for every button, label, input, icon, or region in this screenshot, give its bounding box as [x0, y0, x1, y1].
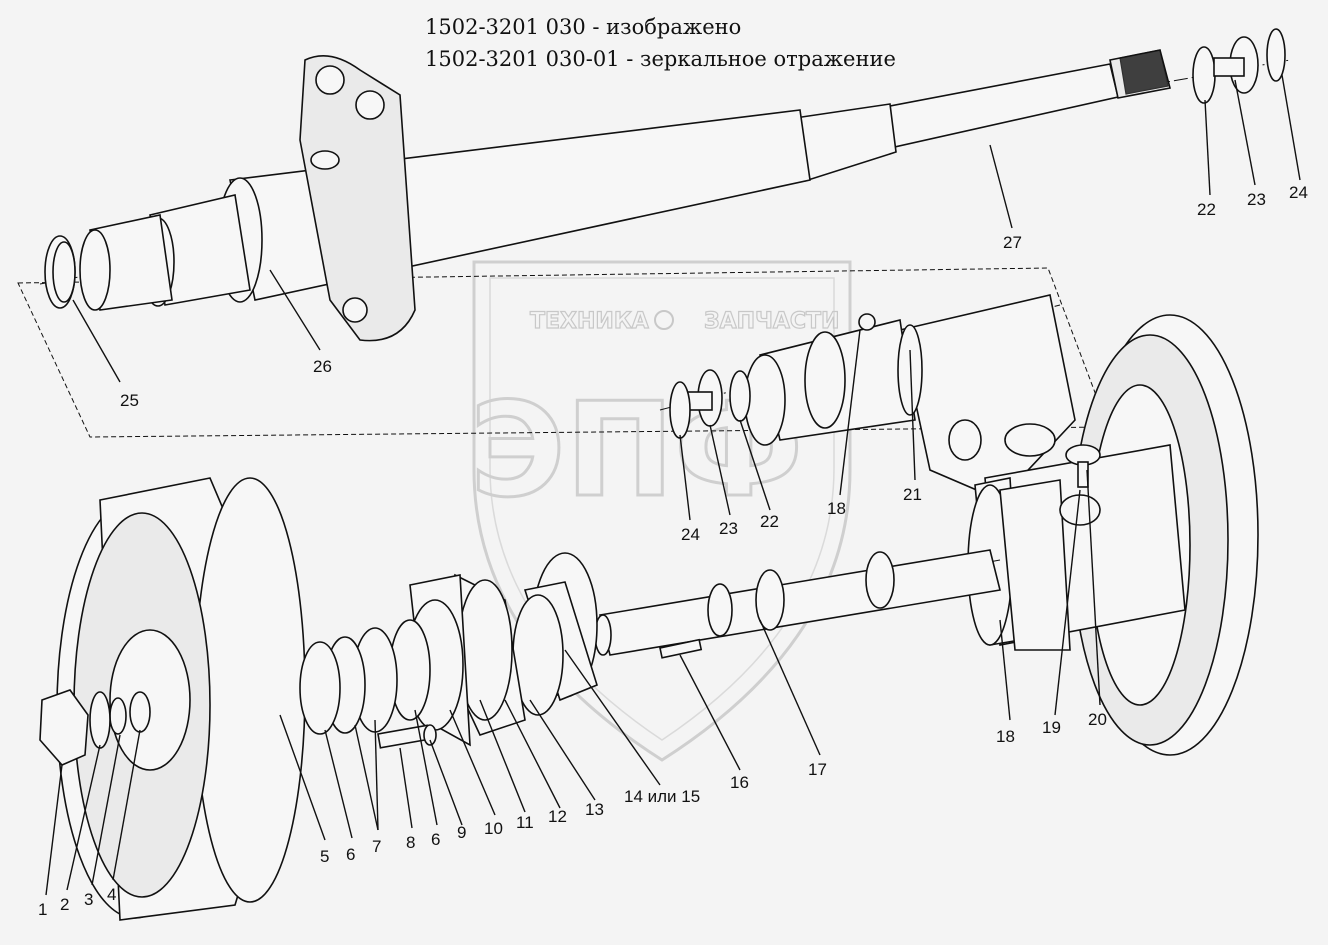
right-wheel-assembly [967, 314, 1259, 756]
callout-26: 26 [313, 357, 332, 376]
callout-9: 9 [457, 823, 466, 842]
callout-labels: 1 2 3 4 5 6 7 8 6 9 10 11 12 13 14 или 1… [38, 183, 1308, 919]
callout-3: 3 [84, 890, 93, 909]
callout-7: 7 [372, 837, 381, 856]
callout-1: 1 [38, 900, 47, 919]
callout-6a: 6 [346, 845, 355, 864]
upper-axle-assembly [39, 28, 1291, 342]
callout-23a: 23 [1247, 190, 1266, 209]
callout-5: 5 [320, 847, 329, 866]
callout-24a: 24 [1289, 183, 1308, 202]
callout-16: 16 [730, 773, 749, 792]
callout-21: 21 [903, 485, 922, 504]
callout-14-15: 14 или 15 [624, 787, 700, 806]
callout-4: 4 [107, 885, 116, 904]
callout-27: 27 [1003, 233, 1022, 252]
callout-12: 12 [548, 807, 567, 826]
title-line-1: 1502-3201 030 - изображено [425, 15, 741, 39]
left-wheel-assembly [39, 477, 598, 921]
callout-17: 17 [808, 760, 827, 779]
callout-11: 11 [516, 813, 534, 832]
callout-19: 19 [1042, 718, 1061, 737]
callout-6b: 6 [431, 830, 440, 849]
callout-13: 13 [585, 800, 604, 819]
callout-22a: 22 [1197, 200, 1216, 219]
callout-24b: 24 [681, 525, 700, 544]
middle-bracket-assembly [659, 294, 1076, 501]
callout-25: 25 [120, 391, 139, 410]
callout-2: 2 [60, 895, 69, 914]
callout-20: 20 [1088, 710, 1107, 729]
gear-icon [654, 310, 674, 330]
lower-shaft [44, 549, 1001, 736]
callout-8: 8 [406, 833, 415, 852]
callout-10: 10 [484, 819, 503, 838]
leader-lines [45, 74, 1301, 896]
callout-18a: 18 [827, 499, 846, 518]
watermark-text-right: ЗАПЧАСТИ [704, 309, 839, 334]
callout-18b: 18 [996, 727, 1015, 746]
watermark-text-left: ТЕХНИКА [530, 309, 649, 334]
callout-23b: 23 [719, 519, 738, 538]
callout-22b: 22 [760, 512, 779, 531]
title-line-2: 1502-3201 030-01 - зеркальное отражение [425, 47, 896, 71]
